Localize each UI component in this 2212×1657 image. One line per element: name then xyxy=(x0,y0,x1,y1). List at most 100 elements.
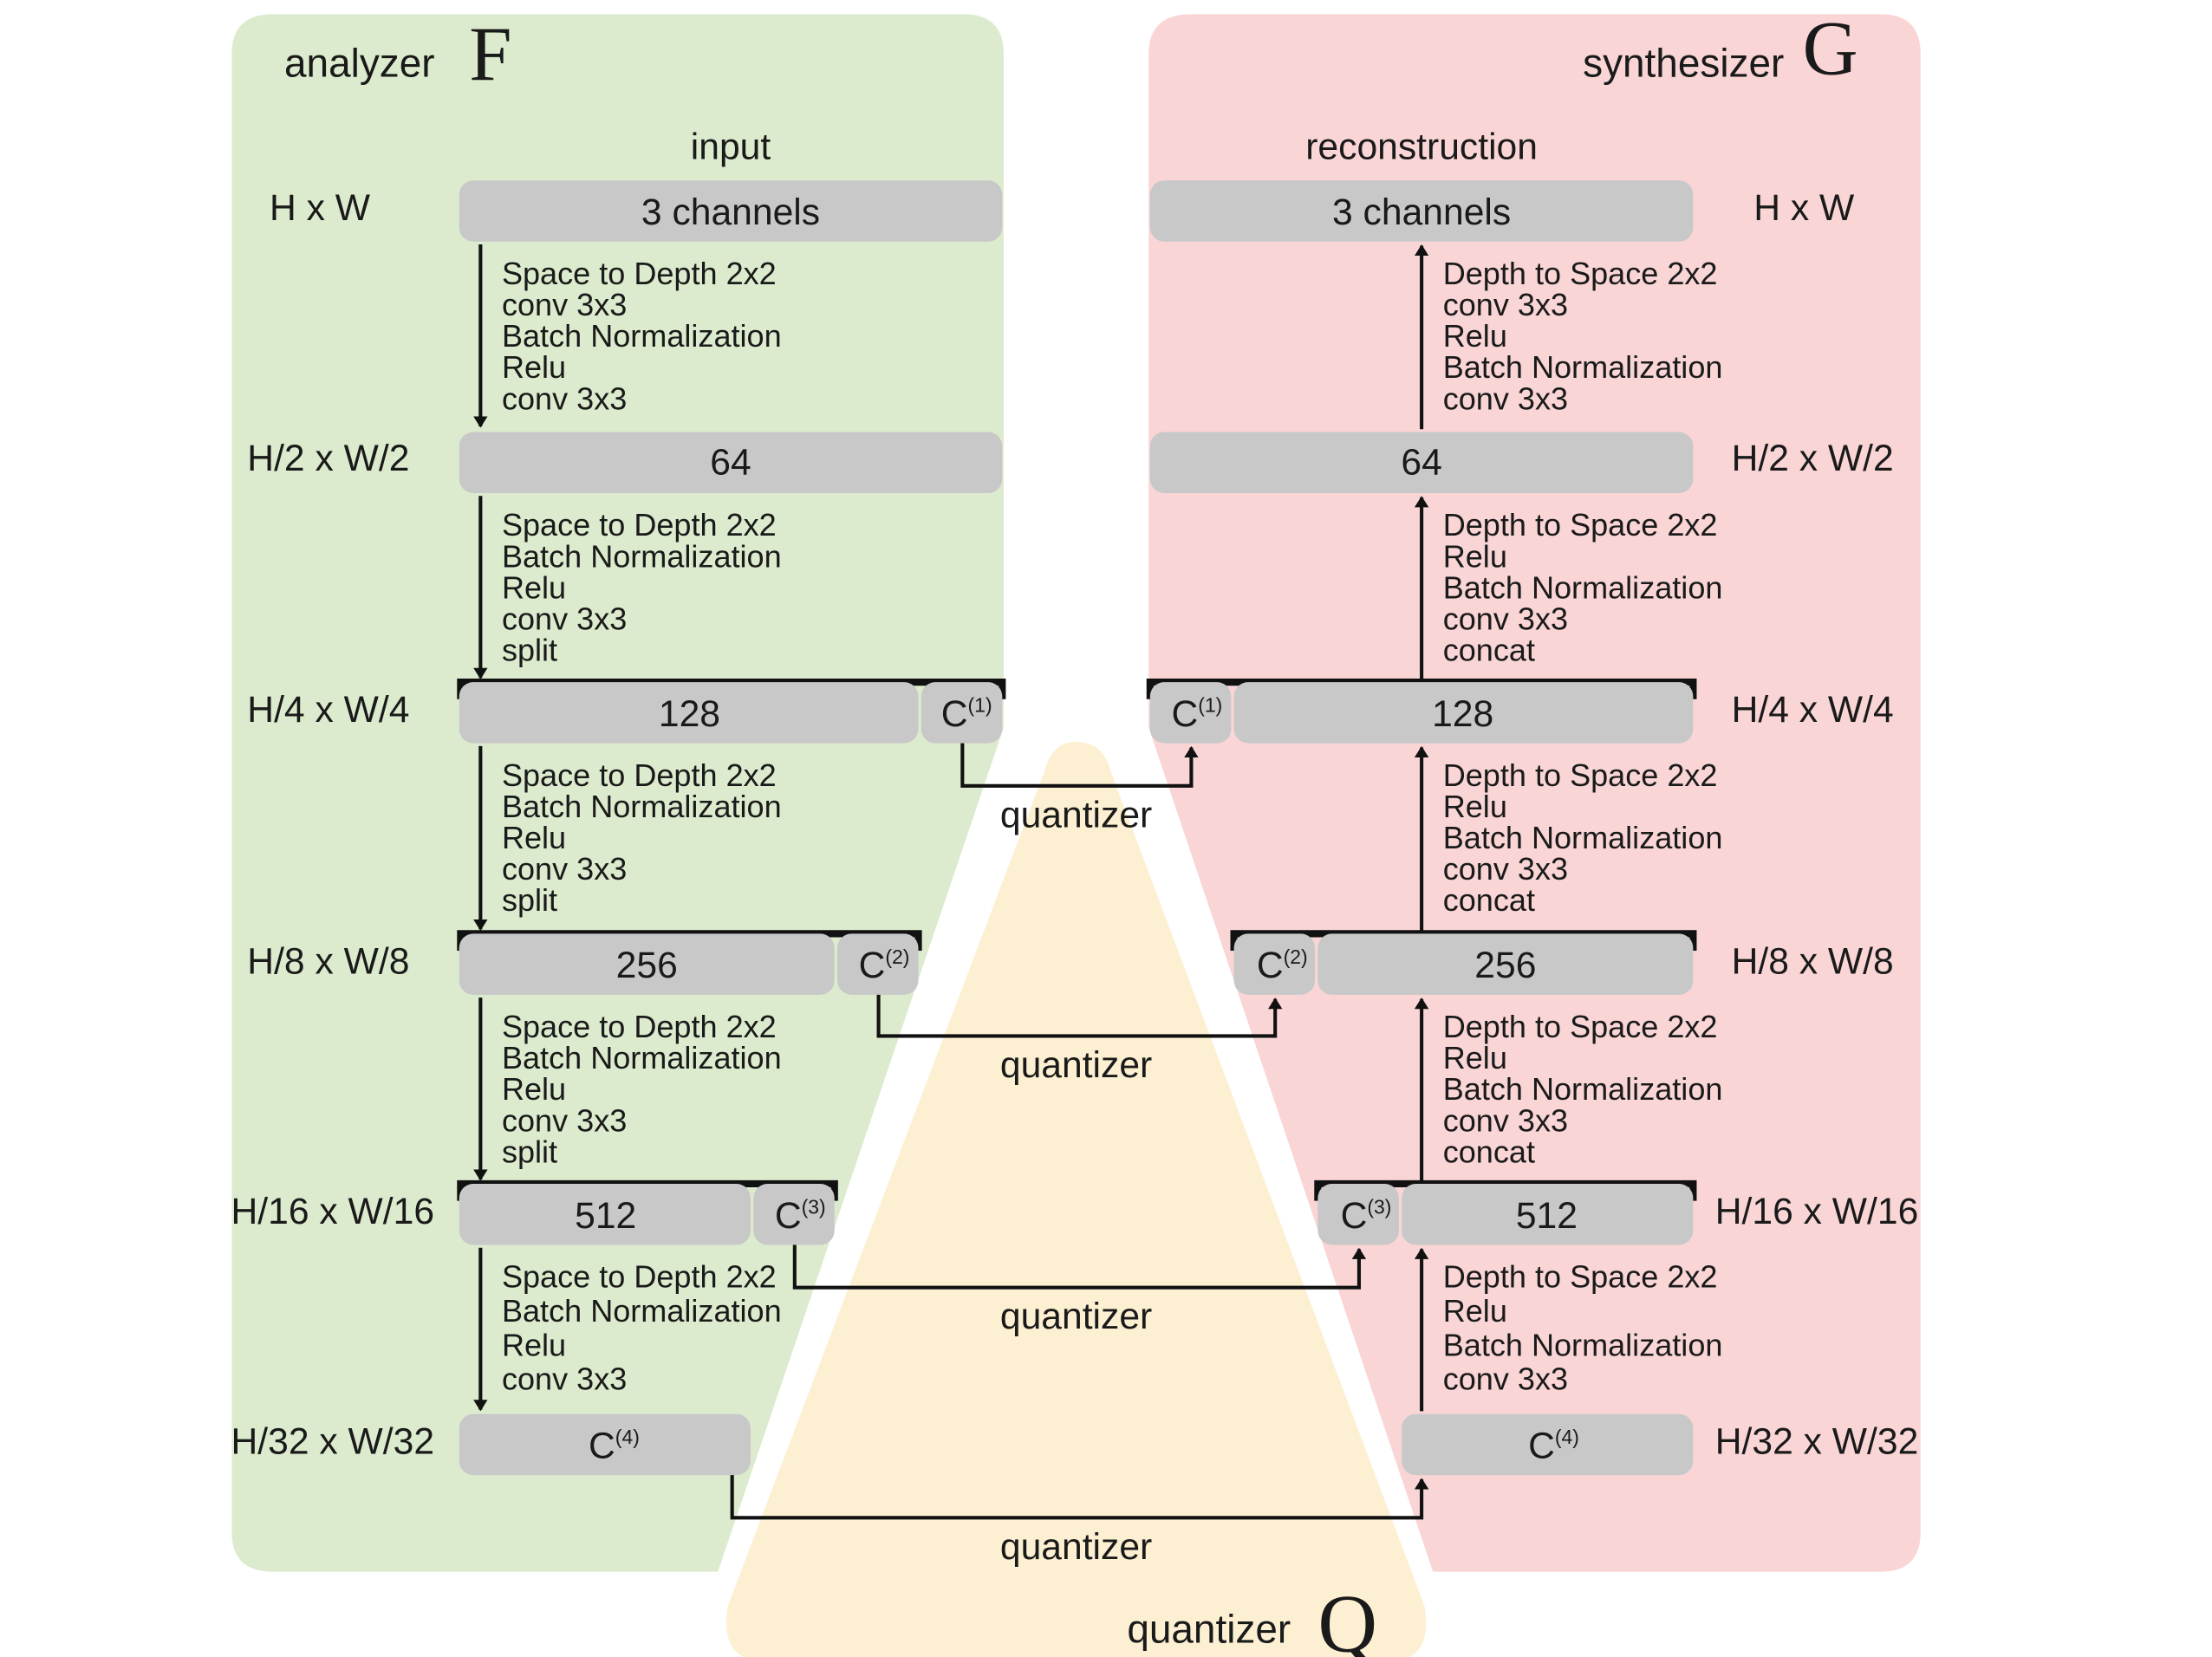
quantizer-link-label-2: quantizer xyxy=(1000,1044,1152,1086)
synthesizer-feature-box-3 xyxy=(1317,933,1694,995)
analyzer-dim-4: H/16 x W/16 xyxy=(231,1191,435,1232)
op-line: Batch Normalization xyxy=(502,318,782,354)
op-line: Depth to Space 2x2 xyxy=(1443,1009,1718,1044)
analyzer-feature-label-2: 128 xyxy=(659,693,720,735)
op-line: Batch Normalization xyxy=(502,538,782,574)
op-line: Batch Normalization xyxy=(1443,349,1723,385)
analyzer-code-box-1 xyxy=(921,682,1003,744)
analyzer-feature-label-3: 256 xyxy=(616,945,678,986)
analyzer-dim-3: H/8 x W/8 xyxy=(247,940,409,982)
input-label: input xyxy=(691,127,771,168)
analyzer-code-box-3 xyxy=(753,1183,835,1245)
analyzer-column: H x W 3 channels H/2 x W/2 64 H/4 x W/4 … xyxy=(231,180,1006,1476)
code-superscript: (1) xyxy=(968,694,992,717)
code-superscript: (3) xyxy=(1367,1195,1391,1218)
op-line: Relu xyxy=(1443,1040,1507,1075)
analyzer-feature-box-0 xyxy=(459,180,1003,242)
reconstruction-label: reconstruction xyxy=(1305,127,1538,168)
synthesizer-code-box-4 xyxy=(1402,1413,1694,1476)
code-letter: C xyxy=(775,1195,802,1237)
op-line: Batch Normalization xyxy=(1443,1071,1723,1107)
analyzer-code-label-3: C(3) xyxy=(775,1195,826,1237)
op-line: concat xyxy=(1443,882,1535,918)
quantizer-link-label-4: quantizer xyxy=(1000,1526,1152,1568)
op-line: concat xyxy=(1443,633,1535,668)
op-line: Relu xyxy=(502,569,566,605)
op-line: conv 3x3 xyxy=(502,1102,627,1138)
analyzer-feature-box-2 xyxy=(459,682,919,744)
synthesizer-code-label-2: C(2) xyxy=(1257,945,1308,986)
synthesizer-column: 3 channels H x W 64 H/2 x W/2 C(1) 128 H… xyxy=(1146,180,1919,1476)
op-line: conv 3x3 xyxy=(502,851,627,887)
code-superscript: (4) xyxy=(615,1426,640,1448)
analyzer-feature-box-1 xyxy=(459,432,1003,494)
code-superscript: (2) xyxy=(1284,945,1308,968)
quantizer-link-label-1: quantizer xyxy=(1000,794,1152,835)
synthesizer-letter: G xyxy=(1803,6,1858,91)
synthesizer-ops-0: Depth to Space 2x2 conv 3x3 Relu Batch N… xyxy=(1443,256,1732,416)
quantizer-link-label-3: quantizer xyxy=(1000,1296,1152,1337)
analyzer-ops-0: Space to Depth 2x2 conv 3x3 Batch Normal… xyxy=(502,256,790,416)
analyzer-code-box-4 xyxy=(459,1413,751,1476)
op-line: Space to Depth 2x2 xyxy=(502,757,777,793)
analyzer-feature-box-4 xyxy=(459,1183,751,1245)
op-line: Relu xyxy=(1443,538,1507,574)
synthesizer-code-label-3: C(3) xyxy=(1341,1195,1392,1237)
synthesizer-code-box-2 xyxy=(1233,933,1316,995)
synthesizer-feature-label-0: 3 channels xyxy=(1332,192,1511,233)
analyzer-feature-box-3 xyxy=(459,933,835,995)
op-line: Space to Depth 2x2 xyxy=(502,1009,777,1044)
code-letter: C xyxy=(1171,693,1198,735)
op-line: concat xyxy=(1443,1134,1535,1169)
op-line: conv 3x3 xyxy=(1443,601,1568,636)
analyzer-letter: F xyxy=(469,12,511,97)
synthesizer-ops-1: Depth to Space 2x2 Relu Batch Normalizat… xyxy=(1443,507,1732,667)
analyzer-title: analyzer xyxy=(284,41,435,86)
op-line: split xyxy=(502,633,557,668)
op-line: Space to Depth 2x2 xyxy=(502,1259,777,1295)
synthesizer-dim-3: H/8 x W/8 xyxy=(1732,940,1894,982)
synthesizer-feature-label-4: 512 xyxy=(1516,1195,1578,1237)
analyzer-dim-0: H x W xyxy=(270,187,371,229)
op-line: conv 3x3 xyxy=(502,1361,627,1397)
op-line: Relu xyxy=(502,820,566,855)
code-superscript: (1) xyxy=(1198,694,1222,717)
analyzer-feature-label-4: 512 xyxy=(575,1195,636,1237)
op-line: conv 3x3 xyxy=(502,601,627,636)
analyzer-ops-4: Space to Depth 2x2 Batch Normalization R… xyxy=(502,1259,790,1397)
quantizer-letter: Q xyxy=(1317,1577,1377,1657)
op-line: Batch Normalization xyxy=(1443,820,1723,855)
synthesizer-feature-label-3: 256 xyxy=(1474,945,1536,986)
synthesizer-dim-4: H/16 x W/16 xyxy=(1715,1191,1919,1232)
quantizer-panel xyxy=(726,741,1427,1657)
synthesizer-feature-label-1: 64 xyxy=(1401,442,1441,484)
synthesizer-title: synthesizer xyxy=(1583,41,1784,86)
op-line: Batch Normalization xyxy=(1443,1327,1723,1362)
code-letter: C xyxy=(1528,1425,1555,1466)
quantizer-links: quantizer quantizer quantizer quantizer xyxy=(730,743,1429,1568)
analyzer-ops-1: Space to Depth 2x2 Batch Normalization R… xyxy=(502,507,790,667)
code-letter: C xyxy=(941,693,968,735)
code-letter: C xyxy=(859,945,886,986)
analyzer-feature-label-0: 3 channels xyxy=(641,192,820,233)
op-line: Relu xyxy=(502,349,566,385)
op-line: split xyxy=(502,1134,557,1169)
synthesizer-concat-bracket-4 xyxy=(1314,1179,1697,1201)
op-line: Depth to Space 2x2 xyxy=(1443,1259,1718,1295)
analyzer-dim-5: H/32 x W/32 xyxy=(231,1421,435,1463)
op-line: split xyxy=(502,882,557,918)
code-letter: C xyxy=(589,1425,615,1466)
op-line: Depth to Space 2x2 xyxy=(1443,757,1718,793)
op-line: conv 3x3 xyxy=(502,380,627,416)
code-letter: C xyxy=(1341,1195,1368,1237)
synthesizer-code-box-1 xyxy=(1149,682,1232,744)
code-superscript: (3) xyxy=(802,1195,826,1218)
op-line: conv 3x3 xyxy=(1443,380,1568,416)
op-line: Space to Depth 2x2 xyxy=(502,507,777,543)
analyzer-dim-2: H/4 x W/4 xyxy=(247,689,409,731)
op-line: Relu xyxy=(1443,789,1507,824)
synthesizer-dim-2: H/4 x W/4 xyxy=(1732,689,1894,731)
synthesizer-ops-4: Depth to Space 2x2 Relu Batch Normalizat… xyxy=(1443,1259,1732,1397)
quantizer-link-1 xyxy=(960,743,1199,788)
